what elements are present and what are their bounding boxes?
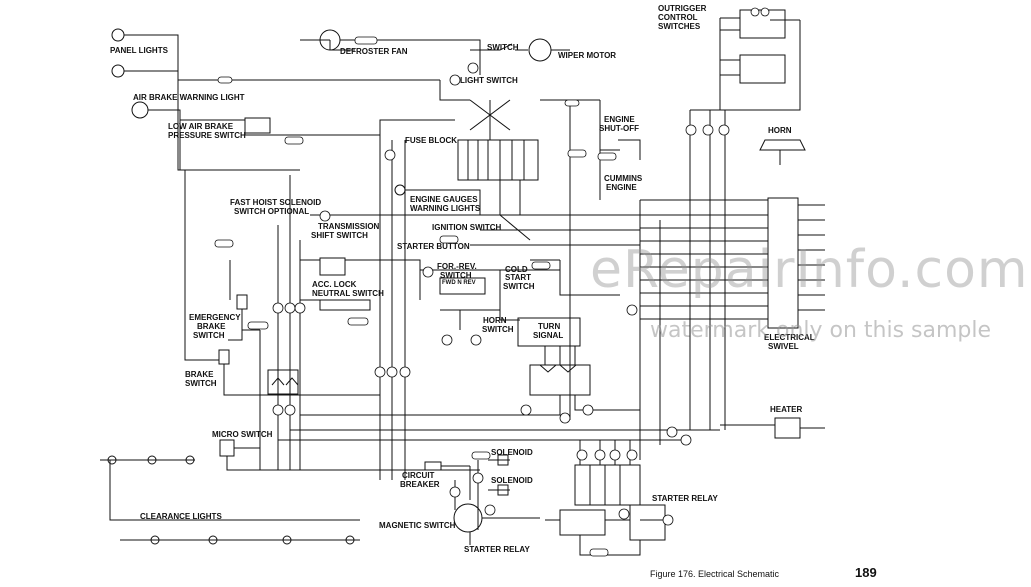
label-micro-switch: MICRO SWITCH: [212, 430, 273, 439]
label-ignition-switch: IGNITION SWITCH: [432, 223, 502, 232]
label-breaker: BREAKER: [400, 480, 440, 489]
label-switch-optional: SWITCH OPTIONAL: [234, 207, 310, 216]
label-solenoid-a: SOLENOID: [491, 448, 533, 457]
watermark-domain: eRepairInfo.com: [590, 240, 1029, 300]
label-shut-off: SHUT-OFF: [599, 124, 639, 133]
label-fwd-n-rev: FWD N REV: [442, 280, 476, 286]
label-neutral-switch: NEUTRAL SWITCH: [312, 289, 384, 298]
label-circuit: CIRCUIT: [402, 471, 435, 480]
label-fuse-block: FUSE BLOCK: [405, 136, 457, 145]
label-solenoid-b: SOLENOID: [491, 476, 533, 485]
label-cold: COLD: [505, 265, 528, 274]
label-light-switch: LIGHT SWITCH: [460, 76, 518, 85]
label-outrigger: OUTRIGGER: [658, 4, 707, 13]
label-acc-lock: ACC. LOCK: [312, 280, 357, 289]
label-engine-gauges: ENGINE GAUGES: [410, 195, 478, 204]
label-low-air-brake: LOW AIR BRAKE: [168, 122, 234, 131]
label-swivel: SWIVEL: [768, 342, 799, 351]
label-cold-switch: SWITCH: [503, 282, 535, 291]
label-horn: HORN: [768, 126, 792, 135]
watermark-sample: watermark only on this sample: [650, 318, 992, 343]
label-defroster-fan: DEFROSTER FAN: [340, 47, 408, 56]
label-fast-hoist: FAST HOIST SOLENOID: [230, 198, 322, 207]
label-emergency-brake: BRAKE: [197, 322, 226, 331]
label-starter-relay-b: STARTER RELAY: [652, 494, 718, 503]
label-heater: HEATER: [770, 405, 803, 414]
label-engine: ENGINE: [604, 115, 635, 124]
label-turn: TURN: [538, 322, 561, 331]
label-horn-switch-2: SWITCH: [482, 325, 514, 334]
label-switches: SWITCHES: [658, 22, 701, 31]
label-shift-switch: SHIFT SWITCH: [311, 231, 368, 240]
label-switch: SWITCH: [487, 43, 519, 52]
label-for-rev-switch: SWITCH: [440, 271, 472, 280]
label-cummins-engine: ENGINE: [606, 183, 637, 192]
label-control: CONTROL: [658, 13, 698, 22]
label-magnetic-switch: MAGNETIC SWITCH: [379, 521, 456, 530]
label-panel-lights: PANEL LIGHTS: [110, 46, 168, 55]
label-start: START: [505, 273, 532, 282]
label-clearance-lights: CLEARANCE LIGHTS: [140, 512, 222, 521]
label-starter-relay-a: STARTER RELAY: [464, 545, 530, 554]
figure-caption: Figure 176. Electrical Schematic: [650, 569, 780, 579]
label-brake-switch: SWITCH: [185, 379, 217, 388]
label-cummins: CUMMINS: [604, 174, 643, 183]
label-signal: SIGNAL: [533, 331, 564, 340]
label-for-rev: FOR.-REV.: [437, 262, 477, 271]
label-wiper-motor: WIPER MOTOR: [558, 51, 617, 60]
label-brake: BRAKE: [185, 370, 214, 379]
label-emergency: EMERGENCY: [189, 313, 241, 322]
page-number: 189: [855, 565, 877, 580]
label-emergency-switch: SWITCH: [193, 331, 225, 340]
label-pressure-switch: PRESSURE SWITCH: [168, 131, 246, 140]
label-starter-button: STARTER BUTTON: [397, 242, 470, 251]
label-warning-lights: WARNING LIGHTS: [410, 204, 481, 213]
label-electrical: ELECTRICAL: [764, 333, 815, 342]
label-transmission: TRANSMISSION: [318, 222, 380, 231]
label-horn-switch-1: HORN: [483, 316, 507, 325]
label-air-brake-warning-light: AIR BRAKE WARNING LIGHT: [133, 93, 245, 102]
